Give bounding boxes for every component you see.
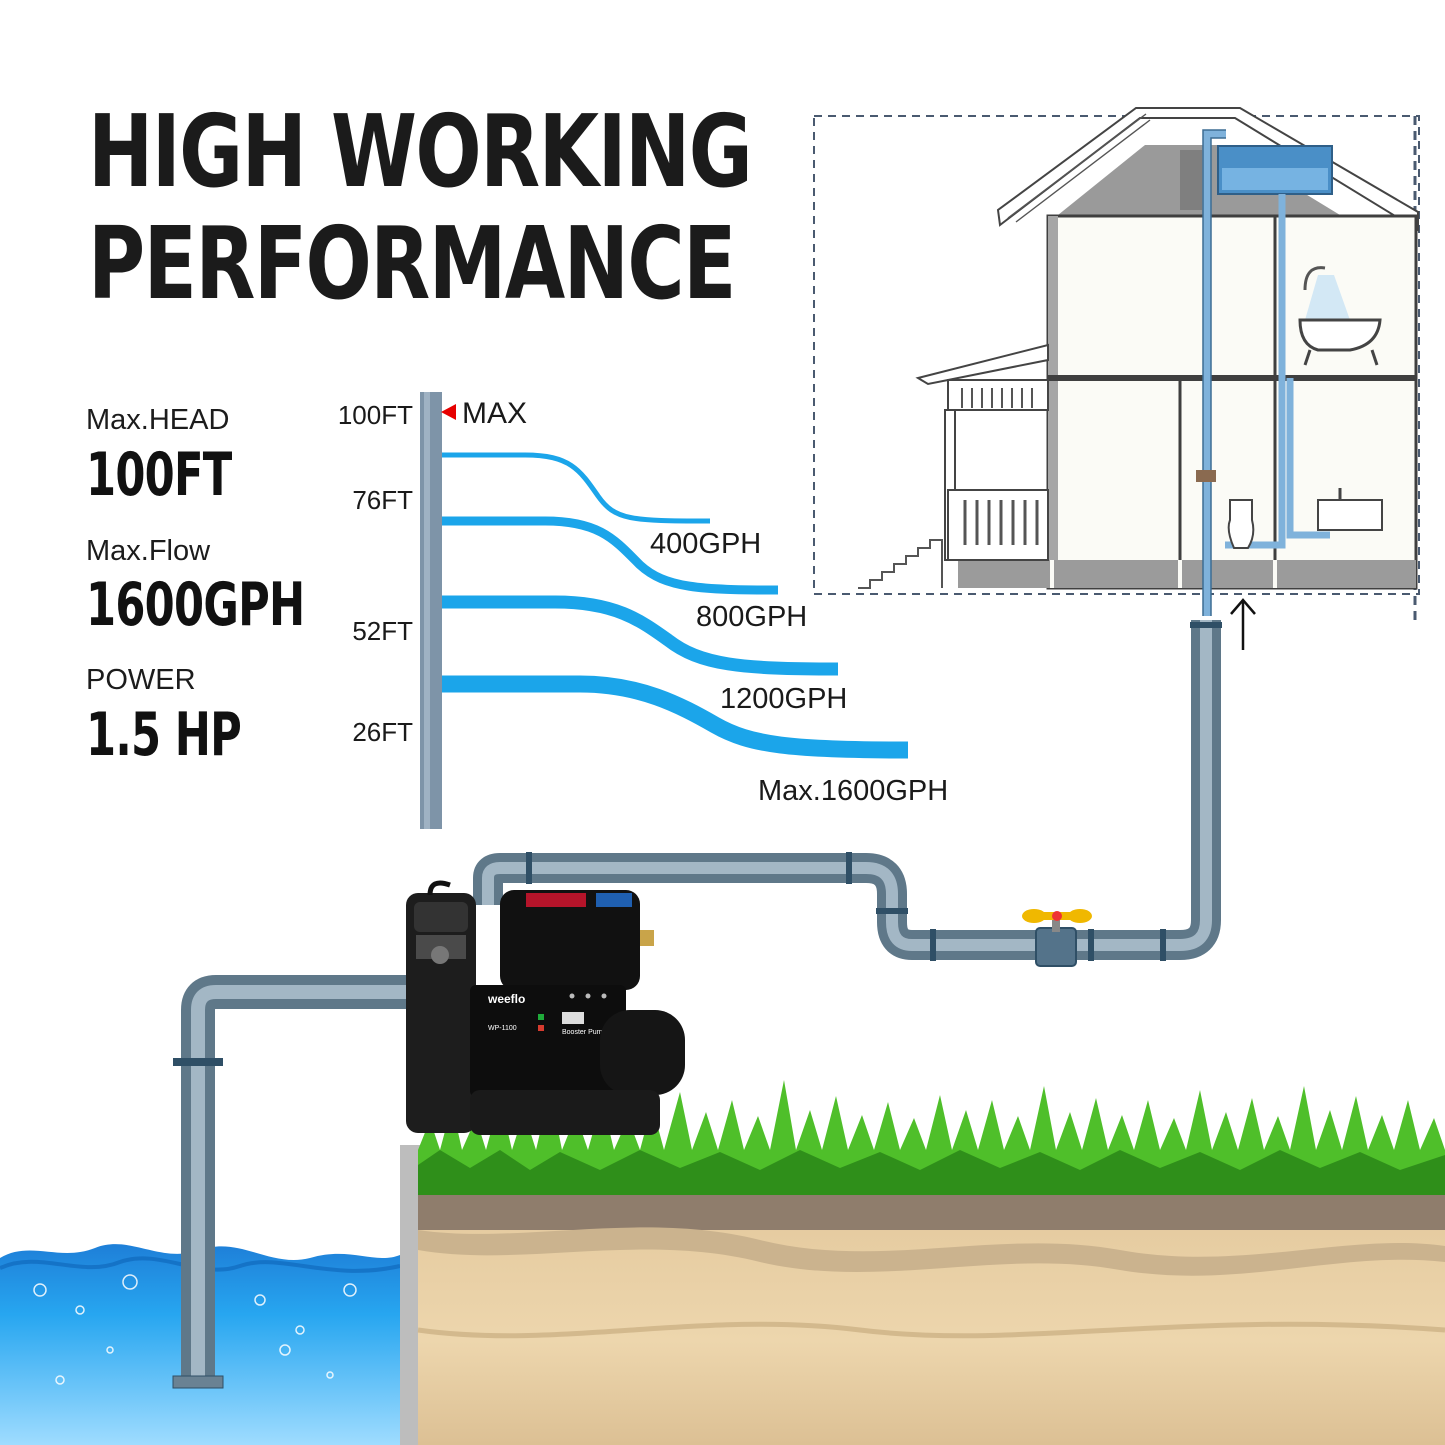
up-arrow-icon xyxy=(1230,598,1256,650)
flow-curve-1600 xyxy=(442,675,909,759)
headline-line-1: HIGH WORKING xyxy=(88,93,753,210)
flow-label: 800GPH xyxy=(696,601,807,633)
pump-control-panel xyxy=(470,985,626,1097)
tick-label: 76FT xyxy=(352,485,413,515)
max-head-value: 100FT xyxy=(86,440,232,510)
flow-label: 400GPH xyxy=(650,528,761,560)
max-flow-label: Max.Flow xyxy=(86,535,211,567)
gauge-bar xyxy=(420,392,442,829)
ground-cross-section xyxy=(400,1080,1445,1445)
flow-curve-400 xyxy=(442,452,711,524)
flow-label: Max.1600GPH xyxy=(758,775,948,807)
tick-label: 100FT xyxy=(338,400,413,430)
house-frame xyxy=(813,115,1420,595)
pipe-network xyxy=(172,620,1222,1389)
headline-line-2: PERFORMANCE xyxy=(88,205,736,322)
toilet-icon xyxy=(1227,499,1255,549)
flow-curve-800 xyxy=(442,516,779,595)
flow-curve-1200 xyxy=(442,595,839,676)
max-head-label: Max.HEAD xyxy=(86,404,230,436)
power-label: POWER xyxy=(86,664,196,696)
max-flow-value: 1600GPH xyxy=(86,570,305,640)
pump-model: WP-1100 xyxy=(488,1025,517,1032)
shower-head-icon xyxy=(1303,266,1326,291)
bathtub-icon xyxy=(1298,318,1382,352)
gate-valve-icon xyxy=(1022,909,1092,967)
sink-icon xyxy=(1317,499,1383,531)
pump-brand: weeflo xyxy=(487,992,525,1006)
pump-panel-label: Booster Pump xyxy=(562,1029,606,1036)
power-value: 1.5 HP xyxy=(86,700,242,770)
tick-label: 52FT xyxy=(352,616,413,646)
max-label: MAX xyxy=(462,397,527,430)
booster-pump: weeflo WP-1100 Booster Pump xyxy=(406,880,685,1135)
headline: HIGH WORKING PERFORMANCE xyxy=(88,93,753,322)
house-illustration xyxy=(813,107,1420,650)
max-marker-icon xyxy=(441,404,456,420)
flow-label: 1200GPH xyxy=(720,683,847,715)
tick-label: 26FT xyxy=(352,717,413,747)
head-flow-gauge: MAX 100FT 76FT 52FT 26FT 400GPH 800GPH 1… xyxy=(338,392,948,829)
